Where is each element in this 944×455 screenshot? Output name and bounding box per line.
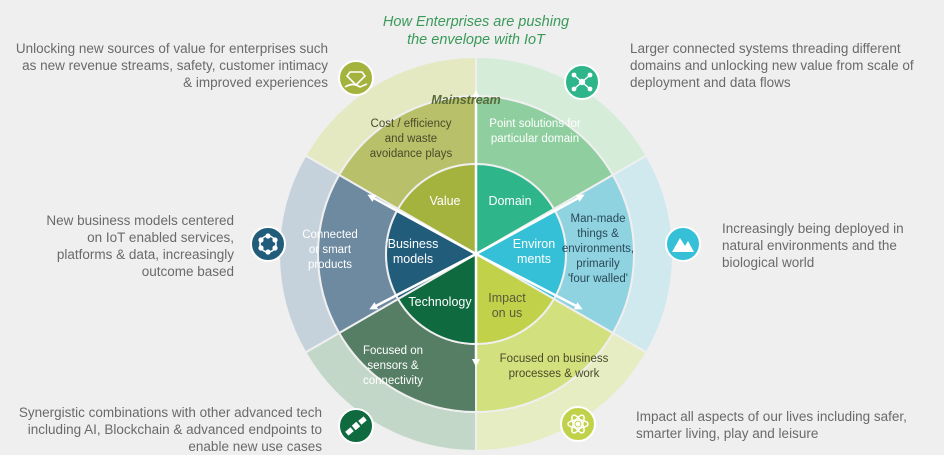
atom-icon: [560, 406, 596, 442]
description-technology: Synergistic combinations with other adva…: [18, 405, 322, 454]
inner-segment-technology: [396, 252, 477, 346]
middle-label-impact-1: Focused on business: [500, 353, 609, 365]
mainstream-label: Mainstream: [431, 93, 500, 107]
hand-gem-icon: [338, 60, 374, 96]
inner-label-impact-1: Impact: [488, 291, 526, 305]
middle-label-environ-3: environments,: [562, 243, 634, 255]
middle-label-environ-5: 'four walled': [568, 273, 628, 285]
mountain-icon: [665, 226, 701, 262]
diagram-title-line1: How Enterprises are pushing: [383, 14, 569, 30]
inner-segment-domain: [475, 162, 556, 256]
network-nodes-icon: [564, 64, 600, 100]
arrow-lower-left: [369, 252, 477, 310]
middle-label-environ-2: things &: [577, 228, 619, 240]
ring-nodes-icon: [250, 226, 286, 262]
inner-label-impact-2: on us: [492, 306, 523, 320]
inner-label-value: Value: [429, 194, 460, 208]
middle-label-value-3: avoidance plays: [370, 148, 453, 160]
inner-label-business-1: Business: [388, 237, 439, 251]
arrow-lower-right: [475, 252, 583, 310]
middle-label-technology-3: connectivity: [363, 375, 423, 387]
inner-label-business-2: models: [393, 252, 433, 266]
middle-label-value-2: and waste: [385, 133, 437, 145]
middle-label-impact-2: processes & work: [509, 368, 600, 380]
middle-label-technology-2: sensors &: [367, 360, 418, 372]
middle-label-environ-4: primarily: [576, 258, 620, 270]
middle-label-environ-1: Man-made: [571, 213, 626, 225]
description-environments: Increasingly being deployed in natural e…: [722, 221, 904, 270]
description-domain: Larger connected systems threading diffe…: [630, 41, 914, 90]
arrow-upper-left: [367, 194, 477, 256]
direction-arrows: [367, 90, 585, 367]
arrow-upper-right: [475, 194, 585, 256]
middle-label-domain-1: Point solutions for: [489, 118, 581, 130]
inner-segment-impact: [475, 252, 556, 346]
description-value: Unlocking new sources of value for enter…: [15, 41, 328, 90]
diagram-title-line2: the envelope with IoT: [407, 32, 546, 48]
middle-label-domain-2: particular domain: [491, 133, 579, 145]
inner-label-technology: Technology: [408, 295, 472, 309]
middle-label-business-1: Connected: [302, 229, 358, 241]
description-impact: Impact all aspects of our lives includin…: [636, 409, 907, 441]
inner-label-environ-1: Environ: [513, 237, 555, 251]
middle-label-business-2: or smart: [309, 244, 352, 256]
description-business-models: New business models centered on IoT enab…: [46, 213, 234, 279]
middle-label-business-3: products: [308, 259, 352, 271]
satellite-icon: [338, 408, 374, 444]
inner-label-environ-2: ments: [517, 252, 551, 266]
inner-segment-value: [396, 162, 477, 256]
middle-label-technology-1: Focused on: [363, 345, 423, 357]
inner-label-domain: Domain: [488, 194, 531, 208]
middle-label-value-1: Cost / efficiency: [371, 118, 452, 130]
